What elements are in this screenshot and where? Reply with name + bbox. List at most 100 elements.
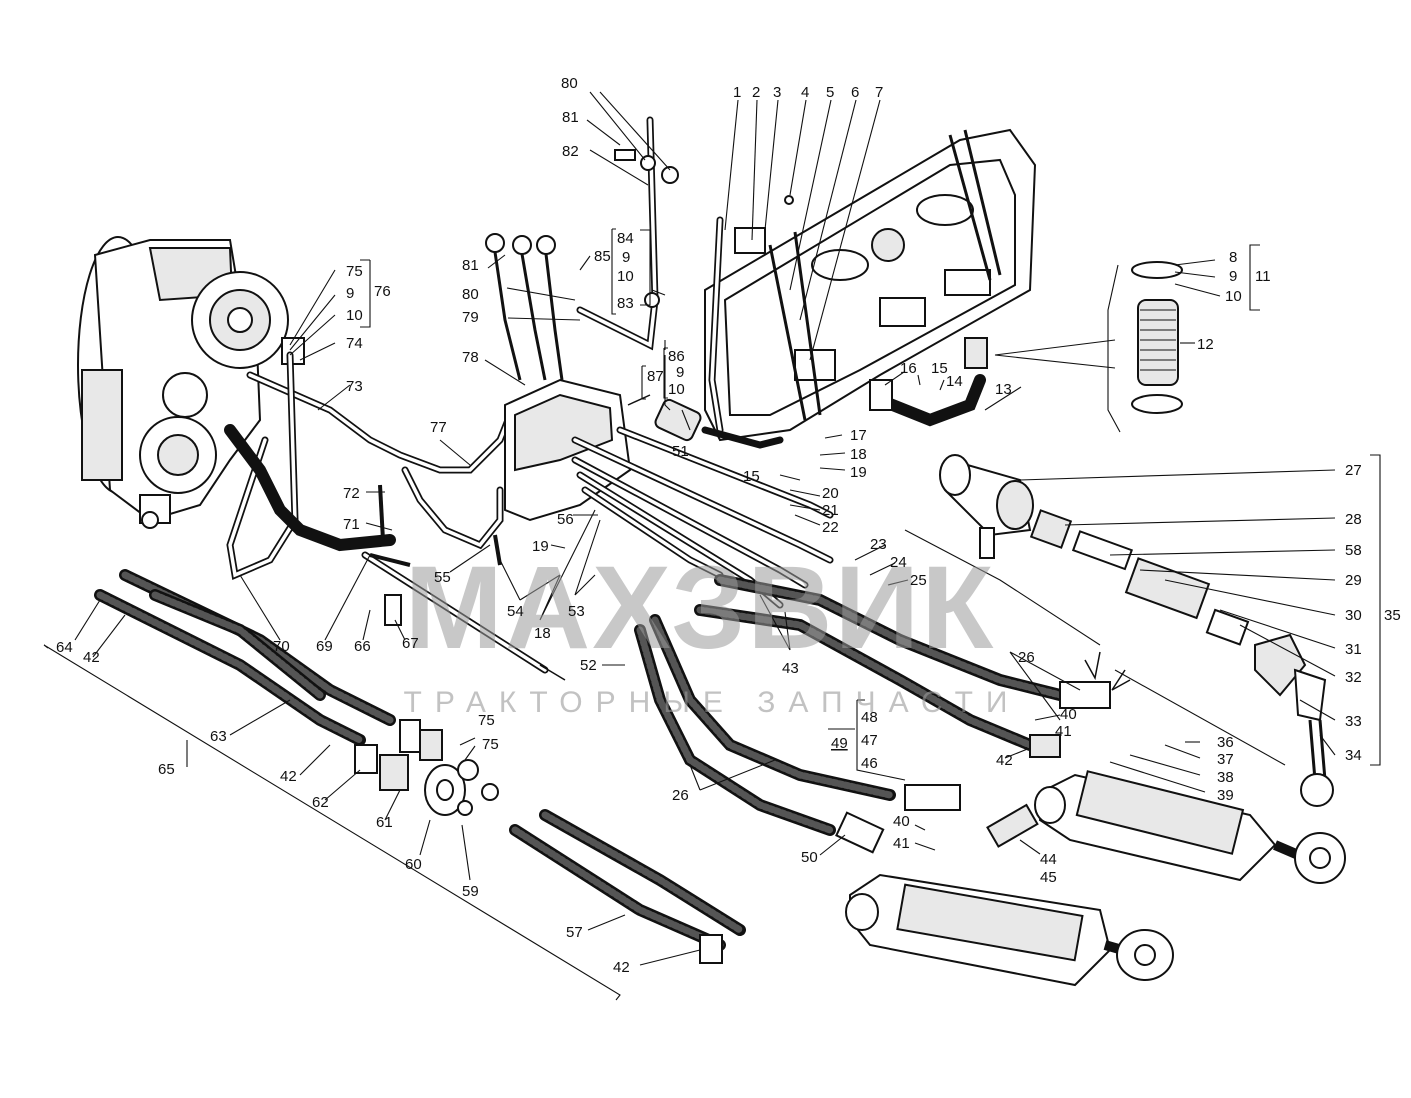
callout-4: 4 (801, 84, 809, 101)
callout-71: 71 (343, 516, 360, 533)
callout-9-return: 9 (676, 364, 684, 381)
callout-60: 60 (405, 856, 422, 873)
callout-80-top: 80 (561, 75, 578, 92)
callout-11: 11 (1255, 268, 1271, 285)
callout-66: 66 (354, 638, 371, 655)
callout-64: 64 (56, 639, 73, 656)
callout-83: 83 (617, 295, 634, 312)
callout-12: 12 (1197, 336, 1214, 353)
callout-52: 52 (580, 657, 597, 674)
hydraulic-cylinder-upper (986, 770, 1346, 884)
callout-19-tank: 19 (850, 464, 867, 481)
callout-10-pipe: 10 (617, 268, 634, 285)
pressure-pipes (224, 351, 549, 674)
callout-31: 31 (1345, 641, 1362, 658)
callout-33: 33 (1345, 713, 1362, 730)
oil-tank (704, 128, 1037, 442)
callout-41-upper: 41 (1055, 723, 1072, 740)
callout-1: 1 (733, 84, 741, 101)
callout-75-flange-b: 75 (482, 736, 499, 753)
callout-58: 58 (1345, 542, 1362, 559)
callout-28: 28 (1345, 511, 1362, 528)
callout-13: 13 (995, 381, 1012, 398)
callout-54: 54 (507, 603, 524, 620)
callout-77: 77 (430, 419, 447, 436)
callout-26-left: 26 (672, 787, 689, 804)
callout-32: 32 (1345, 669, 1362, 686)
leader-lines (43, 91, 1381, 1001)
callout-10-return: 10 (668, 381, 685, 398)
callout-26-right: 26 (1018, 649, 1035, 666)
callout-40-lower: 40 (893, 813, 910, 830)
watermark: МАХЗВИК ТРАКТОРНЫЕ ЗАПЧАСТИ (404, 542, 1021, 719)
callout-15-tank: 15 (931, 360, 948, 377)
callout-6: 6 (851, 84, 859, 101)
callout-63: 63 (210, 728, 227, 745)
callout-10-filter: 10 (1225, 288, 1242, 305)
callout-35: 35 (1384, 607, 1401, 624)
callout-56: 56 (557, 511, 574, 528)
callout-46: 46 (861, 755, 878, 772)
callout-48: 48 (861, 709, 878, 726)
callout-40-upper: 40 (1060, 706, 1077, 723)
flow-arrows (539, 394, 1286, 766)
callout-16: 16 (900, 360, 917, 377)
hydraulic-pump-assembly (77, 236, 305, 529)
callout-42-kit-top: 42 (83, 649, 100, 666)
callout-17: 17 (850, 427, 867, 444)
callout-74: 74 (346, 335, 363, 352)
callout-61: 61 (376, 814, 393, 831)
callout-57: 57 (566, 924, 583, 941)
callout-27: 27 (1345, 462, 1362, 479)
callout-65: 65 (158, 761, 175, 778)
callout-5: 5 (826, 84, 834, 101)
callout-labels: 1 2 3 4 5 6 7 8 9 10 11 12 13 14 15 16 1… (56, 75, 1401, 976)
callout-53: 53 (568, 603, 585, 620)
callout-84: 84 (617, 230, 634, 247)
watermark-tagline: ТРАКТОРНЫЕ ЗАПЧАСТИ (404, 686, 1021, 719)
watermark-brand: МАХЗВИК (405, 542, 996, 674)
callout-82: 82 (562, 143, 579, 160)
callout-36: 36 (1217, 734, 1234, 751)
callout-70: 70 (273, 638, 290, 655)
callout-9-pump: 9 (346, 285, 354, 302)
callout-30: 30 (1345, 607, 1362, 624)
callout-59: 59 (462, 883, 479, 900)
hydraulic-cylinder-lower (845, 873, 1174, 987)
callout-9-filter: 9 (1229, 268, 1237, 285)
callout-25: 25 (910, 572, 927, 589)
callout-85: 85 (594, 248, 611, 265)
braided-hoses (634, 574, 1111, 854)
callout-72: 72 (343, 485, 360, 502)
callout-51: 51 (672, 443, 689, 460)
callout-7: 7 (875, 84, 883, 101)
callout-42-kit-mid: 42 (280, 768, 297, 785)
callout-24: 24 (890, 554, 907, 571)
callout-55: 55 (434, 569, 451, 586)
callout-47: 47 (861, 732, 878, 749)
callout-75-pump: 75 (346, 263, 363, 280)
callout-18-tank: 18 (850, 446, 867, 463)
callout-73: 73 (346, 378, 363, 395)
callout-37: 37 (1217, 751, 1234, 768)
callout-79: 79 (462, 309, 479, 326)
callout-3: 3 (773, 84, 781, 101)
callout-18-valve: 18 (534, 625, 551, 642)
hose-kit-63 (94, 569, 499, 816)
callout-42-kit-bottom: 42 (613, 959, 630, 976)
callout-76: 76 (374, 283, 391, 300)
callout-49: 49 (831, 735, 848, 752)
callout-15-bracket: 15 (743, 468, 760, 485)
callout-10-pump: 10 (346, 307, 363, 324)
callout-14: 14 (946, 373, 963, 390)
hose-kit-57 (509, 809, 746, 964)
callout-87: 87 (647, 368, 664, 385)
return-line (576, 116, 784, 449)
callout-50: 50 (801, 849, 818, 866)
callout-29: 29 (1345, 572, 1362, 589)
callout-69: 69 (316, 638, 333, 655)
callout-2: 2 (752, 84, 760, 101)
callout-81-top: 81 (562, 109, 579, 126)
